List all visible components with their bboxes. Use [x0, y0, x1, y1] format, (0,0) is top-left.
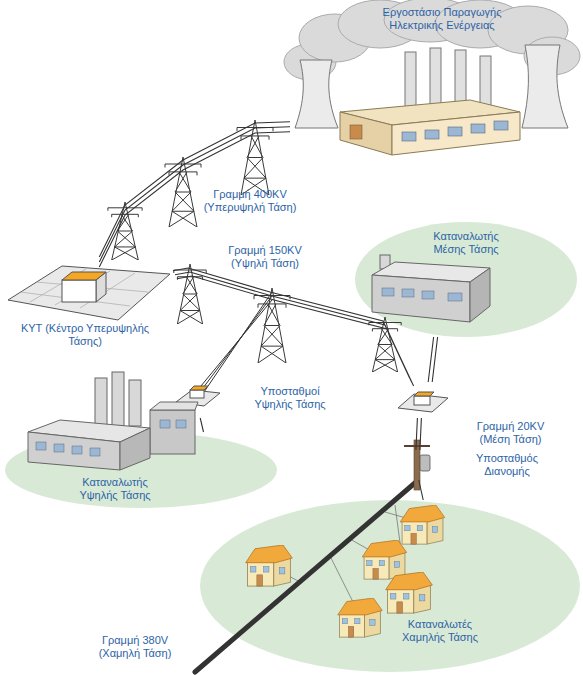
cooling-tower — [522, 45, 568, 128]
kyt-drawing — [8, 266, 170, 320]
kyt-building — [62, 280, 96, 302]
plant-wall — [340, 112, 392, 155]
window — [72, 446, 82, 454]
area-ellipse-fill — [355, 222, 577, 337]
window — [448, 293, 462, 301]
pylon — [165, 157, 201, 227]
area-ellipse-fill — [5, 432, 277, 508]
pole-transformer — [420, 455, 430, 471]
area-ellipse-fill — [200, 500, 580, 672]
substation-roof — [414, 392, 434, 396]
chimney — [480, 56, 491, 106]
plant-wall — [392, 112, 520, 155]
node-label: Καταναλωτής Μέσης Τάσης — [421, 230, 511, 256]
window — [402, 132, 416, 141]
node-label: Υποσταθμός Διανομής — [467, 452, 547, 478]
edge-label: Γραμμή 20KV (Μέση Τάση) — [468, 420, 553, 446]
window — [494, 121, 508, 130]
node-label: Καταναλωτές Χαμηλής Τάσης — [390, 618, 490, 644]
door — [350, 125, 362, 139]
window — [425, 130, 439, 139]
window — [176, 420, 186, 428]
substation-roof — [190, 386, 208, 390]
chimney — [455, 50, 466, 108]
node-label: ΚΥΤ (Κέντρο Υπερυψηλής Τάσης) — [20, 322, 150, 348]
edge-label: Γραμμή 150KV (Υψηλή Τάση) — [215, 244, 315, 270]
window — [402, 289, 414, 297]
pad-grid — [20, 269, 148, 308]
chimney — [430, 48, 441, 110]
power-line — [419, 480, 423, 500]
house — [386, 572, 433, 613]
chimney — [95, 378, 107, 428]
chimney — [112, 372, 124, 426]
substation-drawing — [176, 386, 448, 412]
node-label: Καταναλωτής Υψηλής Τάσης — [70, 476, 160, 502]
pylons — [108, 120, 401, 372]
cooling-tower — [295, 60, 338, 128]
power-line — [428, 337, 437, 382]
window — [36, 442, 46, 450]
substation-box — [190, 390, 204, 398]
line-label: Γραμμή 380V (Χαμηλή Τάση) — [85, 634, 185, 660]
kyt-roof — [62, 272, 106, 280]
window — [54, 444, 64, 452]
window — [90, 448, 100, 456]
chimney — [405, 52, 416, 112]
power-wire — [196, 292, 272, 392]
factory-annex — [150, 410, 195, 454]
pylon — [174, 264, 206, 324]
window — [448, 127, 462, 136]
window — [471, 124, 485, 133]
power-line — [173, 268, 414, 386]
window — [382, 288, 394, 296]
edge-label: Γραμμή 400KV (Υπερυψηλή Τάση) — [200, 188, 300, 214]
substation-pad — [398, 394, 448, 412]
factory-roof — [150, 402, 198, 410]
pole-crossarm — [404, 445, 430, 447]
chimney — [129, 380, 141, 426]
power-line — [200, 418, 203, 432]
node-label: Εργοστάσιο Παραγωγής Ηλεκτρικής Ενέργεια… — [362, 6, 522, 32]
substation-pad — [8, 266, 170, 320]
power-line — [416, 418, 422, 450]
power-plant-drawing — [295, 45, 568, 155]
node-label: Υποσταθμοί Υψηλής Τάσης — [240, 385, 340, 411]
pylon — [237, 120, 273, 195]
window — [422, 291, 434, 299]
window — [160, 420, 170, 428]
substation-box — [414, 396, 430, 405]
